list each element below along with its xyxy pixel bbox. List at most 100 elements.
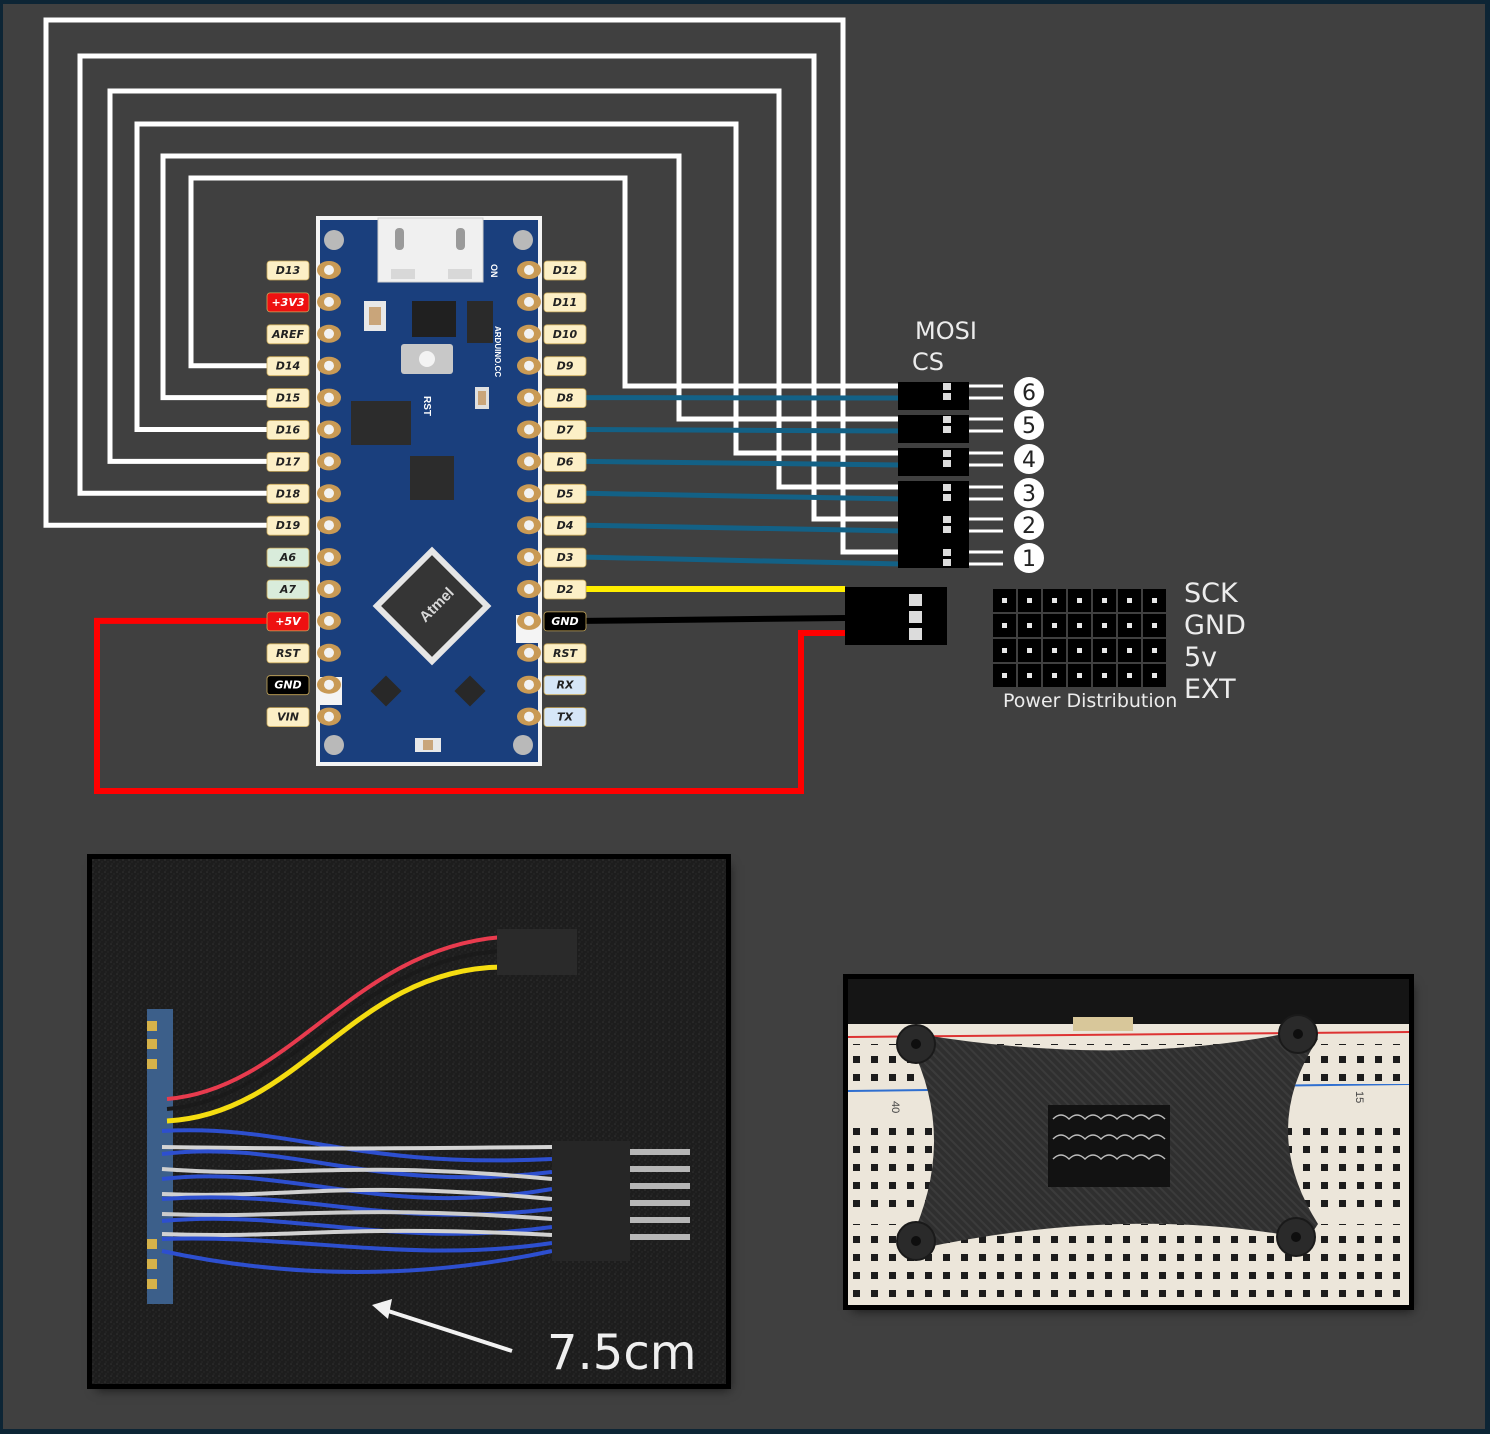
right-pin-label: RX [557,679,574,692]
left-pin-label-box [266,547,310,568]
sensor-connector-housing [898,448,969,476]
sensor-number-badge [1014,377,1044,407]
distribution-pin [1052,673,1057,678]
sensor-number: 4 [1022,448,1036,473]
cs-wire-D16 [134,121,903,456]
rst-silkscreen: RST [421,396,432,416]
measurement-label: 7.5cm [547,1325,696,1381]
sensor-number: 1 [1022,547,1036,572]
pin-hole [524,647,534,658]
wiring-diagram: RST ARDUINO.CC ON Atmel D13+3V3AREFD14D1… [43,17,1246,794]
distribution-pin [1027,673,1032,678]
pin-hole [324,328,334,339]
brand-silkscreen: ARDUINO.CC [493,326,502,377]
right-pin-label: D8 [557,392,574,405]
distribution-pin [1052,598,1057,603]
left-pin-label: AREF [271,328,304,341]
left-pin-label: D13 [276,264,301,277]
sensor-connector-housing [898,481,969,542]
right-pin-label-box [543,483,587,504]
right-pin-label: D2 [557,583,574,596]
left-pin-label: GND [274,679,301,692]
right-pin-label-box [543,579,587,600]
right-pin-label: D4 [557,519,574,532]
left-pin-label-box [266,388,310,409]
distribution-pin [1027,623,1032,628]
mosi-wire-D5 [585,490,904,502]
right-pin-label-box [543,388,587,409]
right-pin-label: D7 [557,424,574,437]
pin-hole [524,360,534,371]
sensor-number: 6 [1022,381,1036,406]
power-distribution-title: Power Distribution [1003,690,1177,712]
cs-wire-D14 [188,175,903,389]
pin-hole [324,679,334,690]
sensor-number-badge [1014,444,1044,474]
left-pin-label: +3V3 [271,296,304,309]
cs-label: CS [912,348,944,376]
left-pin-label-box [266,324,310,345]
samd-chip [410,456,454,500]
right-pin-label-box [543,707,587,727]
connector-pin [943,460,951,467]
sensor-connector-housing [898,382,969,410]
board-edge [147,1009,173,1304]
pin-hole [524,296,534,307]
connector-pin [943,526,951,533]
mosi-wire-D7 [585,427,904,434]
distribution-pin [1002,623,1007,628]
right-pin-label: D9 [557,360,574,373]
distribution-pin [1152,623,1157,628]
pin-hole [524,265,534,275]
distribution-pin [1127,623,1132,628]
right-pin-label-box [543,675,587,696]
right-pin-label-box [543,420,587,440]
connector-pin [943,450,951,457]
sensor-number: 2 [1022,514,1036,539]
left-pin-label: D15 [276,392,301,405]
pin-hole [324,647,334,658]
distribution-pin [1102,648,1107,653]
pin-hole [524,679,534,690]
distribution-pin [1027,598,1032,603]
sensor-connector-housing [898,540,969,568]
sensor-number: 3 [1022,482,1036,507]
power-wires [94,586,846,794]
left-pin-label: D16 [276,424,301,437]
left-pin-label: A6 [279,551,297,564]
right-pin-label-box [543,611,587,632]
pin-hole [324,520,334,531]
distribution-row-label: SCK [1184,578,1239,609]
pin-hole [324,584,334,594]
pin-hole [324,265,334,275]
pin-hole [524,392,534,403]
mounting-hole [324,735,344,755]
right-pin-label: D12 [553,264,578,277]
six-pair-header [552,1141,630,1261]
distribution-pin [1152,598,1157,603]
distribution-pin [1152,673,1157,678]
cs-wire-D15 [160,153,903,422]
three-pin-housing [497,929,577,975]
diode [467,301,493,343]
left-pin-label-box [266,292,310,313]
cs-wires [43,17,903,555]
left-pin-label-box [266,451,310,472]
distribution-pin [1002,598,1007,603]
mosi-wire-D4 [585,522,904,534]
distribution-pin [1002,648,1007,653]
arduino-board: RST ARDUINO.CC ON Atmel [316,216,542,766]
mounting-hole [513,230,533,250]
left-pin-label-box [266,579,310,600]
distribution-pin [1052,623,1057,628]
connector-pin [943,549,951,556]
mosi-wire-D6 [585,458,904,468]
left-pin-label-box [266,515,310,536]
connector-pin [943,383,951,390]
pin-hole [324,615,334,626]
left-pin-label: D19 [276,519,301,532]
row-label-40: 40 [889,1101,901,1113]
on-silkscreen: ON [489,264,499,278]
right-pin-label: D6 [557,455,574,468]
